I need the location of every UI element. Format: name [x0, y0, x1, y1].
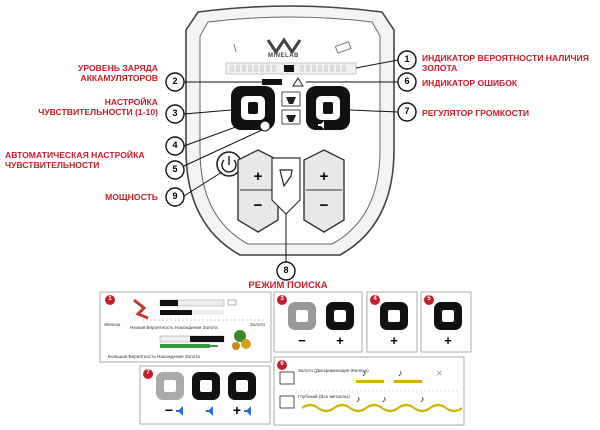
svg-text:♪: ♪: [398, 368, 403, 378]
panel1-high-text: Большая Вероятность Нахождения Золота: [108, 354, 200, 359]
label-search-mode: РЕЖИМ ПОИСКА: [248, 280, 328, 291]
volume-rocker[interactable]: [303, 149, 345, 233]
battery-small-icon: [334, 41, 352, 54]
brand-logo-icon: [266, 37, 302, 55]
panel4-plus: +: [390, 333, 398, 348]
speaker-icon: [318, 121, 324, 129]
callout-num-6: 6: [404, 76, 410, 86]
brand-name: MINELAB: [268, 53, 299, 59]
svg-text:♪: ♪: [356, 394, 361, 404]
power-icon: [221, 159, 237, 173]
panel5-plus: +: [444, 333, 452, 348]
auto-sensitivity-icon: [259, 120, 271, 132]
svg-text:✕: ✕: [436, 369, 443, 378]
callout-lines: [183, 59, 399, 262]
svg-text:♪: ♪: [362, 368, 367, 378]
panel1-low-text: Низкая Вероятность Нахождения Золота: [130, 325, 218, 330]
p6-gold-row: ♪ ♪ ✕: [356, 368, 443, 383]
callout-num-9: 9: [172, 191, 178, 201]
vol-plus-button[interactable]: +: [319, 168, 329, 185]
panel3-plus: +: [336, 333, 344, 348]
speaker-icons: [176, 406, 251, 416]
mode-pan-icon: [286, 97, 296, 104]
panel6-row2-text: Глубокий (Все металлы): [298, 394, 350, 399]
panel7-num: 7: [146, 370, 150, 376]
sens-minus-button[interactable]: −: [253, 197, 263, 214]
panel7-minus: −: [164, 402, 174, 418]
callout-num-4: 4: [172, 140, 178, 150]
callout-num-3: 3: [172, 108, 178, 118]
label-auto-sensitivity: АВТОМАТИЧЕСКАЯ НАСТРОЙКА ЧУВСТВИТЕЛЬНОСТ…: [5, 150, 145, 170]
label-volume: РЕГУЛЯТОР ГРОМКОСТИ: [422, 108, 530, 118]
label-power: МОЩНОСТЬ: [105, 192, 158, 202]
svg-text:♪: ♪: [420, 394, 425, 404]
label-gold-indicator: ИНДИКАТОР ВЕРОЯТНОСТИ НАЛИЧИЯ ЗОЛОТА: [422, 53, 589, 73]
panel6-num: 6: [280, 361, 284, 367]
panel3-num: 3: [280, 296, 284, 302]
iron-nail-icon: [133, 298, 149, 320]
callout-circles: [165, 50, 417, 281]
panel1-badge: [105, 295, 115, 305]
p6-deep-mode-icon: [279, 395, 295, 409]
gold-indicator-segments: [230, 65, 346, 72]
error-warning-icon: [292, 77, 304, 87]
tick-mark-icon: [233, 43, 237, 53]
high-prob-green-bar: [160, 344, 210, 348]
panel1-num: 1: [108, 296, 112, 302]
panel4-num: 4: [373, 296, 377, 302]
volume-dial-knob: [323, 102, 333, 114]
label-battery-level: УРОВЕНЬ ЗАРЯДА АККАМУЛЯТОРОВ: [78, 63, 158, 83]
panel1-battery-icon: [227, 299, 237, 306]
p6-deep-row: ♪ ♪ ♪: [301, 394, 463, 413]
label-error-indicator: ИНДИКАТОР ОШИБОК: [422, 78, 518, 88]
callout-num-7: 7: [404, 106, 410, 116]
callout-num-2: 2: [172, 76, 178, 86]
gold-nugget-icon: [234, 330, 246, 342]
sensitivity-dial-knob: [248, 102, 258, 114]
battery-level-bar: [262, 79, 282, 85]
sens-plus-button[interactable]: +: [253, 168, 263, 185]
svg-text:♪: ♪: [382, 394, 387, 404]
search-mode-coil-icon: [279, 169, 293, 188]
callout-num-1: 1: [404, 54, 410, 64]
panel1-gold-word: Золото: [250, 322, 266, 327]
vol-minus-button[interactable]: −: [319, 197, 329, 214]
panel6-row1-text: Золото (Дискриминация Железа): [298, 368, 369, 373]
panel7-plus: +: [232, 402, 242, 418]
p6-gold-mode-icon: [279, 371, 295, 385]
panel1-iron-word: Железо: [104, 322, 121, 327]
callout-num-8: 8: [283, 265, 289, 275]
label-sensitivity: НАСТРОЙКА ЧУВСТВИТЕЛЬНОСТИ (1-10): [38, 97, 158, 117]
panel3-minus: −: [298, 333, 306, 348]
mode-button[interactable]: [271, 157, 301, 215]
callout-num-5: 5: [172, 164, 178, 174]
panel5-num: 5: [427, 296, 431, 302]
mode-deep-pan-icon: [286, 115, 296, 122]
